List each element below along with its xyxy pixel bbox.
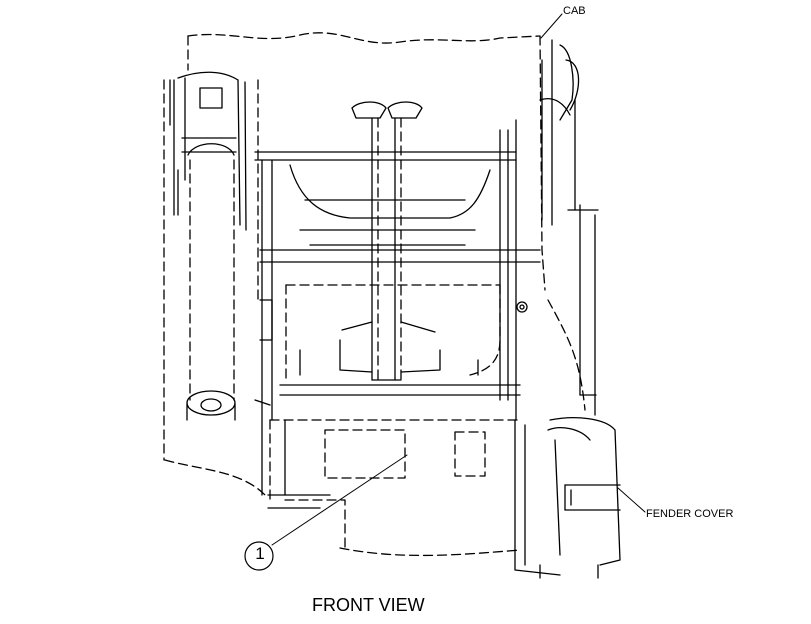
frame-bolt (516, 301, 528, 313)
control-levers (351, 101, 423, 381)
left-lift-arm (169, 71, 247, 231)
lower-left-frame (254, 299, 331, 509)
cab-outline (164, 32, 586, 557)
lift-cylinder (163, 79, 259, 461)
body-hidden-lines (269, 284, 521, 549)
callout-number-1: 1 (255, 544, 265, 563)
leader-lines (271, 13, 646, 546)
fender-cover-label: FENDER COVER (646, 508, 734, 520)
fender-housing (514, 417, 621, 579)
operator-seat (289, 164, 491, 376)
cab-label: CAB (563, 5, 586, 17)
callout-circle-1 (244, 541, 274, 571)
view-caption: FRONT VIEW (312, 595, 425, 615)
cab-frame (254, 119, 541, 496)
right-handrail (539, 39, 599, 416)
